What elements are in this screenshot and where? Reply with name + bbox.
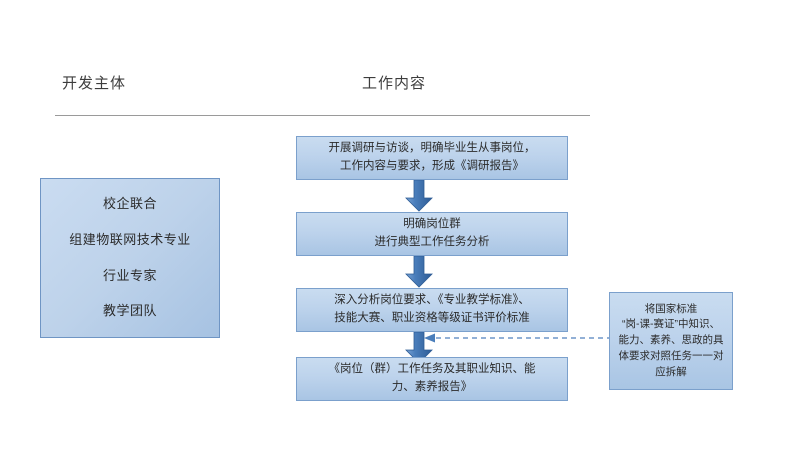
flow-step-2-line-1: 明确岗位群 <box>403 218 461 231</box>
flow-step-box-1: 开展调研与访谈，明确毕业生从事岗位， 工作内容与要求，形成《调研报告》 <box>296 136 568 180</box>
flow-step-box-3: 深入分析岗位要求、《专业教学标准》、 技能大赛、职业资格等级证书评价标准 <box>296 288 568 332</box>
flow-step-4-line-1: 《岗位（群）工作任务及其职业知识、能 <box>328 363 536 376</box>
column-header-work-content: 工作内容 <box>362 75 427 92</box>
down-arrow-icon-3 <box>404 332 434 364</box>
dev-subject-line-3: 行业专家 <box>102 267 157 283</box>
flow-step-1-line-2: 工作内容与要求，形成《调研报告》 <box>340 160 524 172</box>
flow-step-box-4: 《岗位（群）工作任务及其职业知识、能 力、素养报告》 <box>296 357 568 401</box>
column-header-development-subject: 开发主体 <box>62 75 127 92</box>
flow-step-1-line-1: 开展调研与访谈，明确毕业生从事岗位， <box>328 142 536 155</box>
header-divider-rule <box>55 115 590 116</box>
side-note-line-3: 能力、素养、思政的具 <box>618 334 724 347</box>
side-note-line-5: 应拆解 <box>655 365 687 378</box>
development-subject-box: 校企联合 组建物联网技术专业 行业专家 教学团队 <box>40 178 220 338</box>
side-note-line-4: 体要求对照任务一一对 <box>618 349 724 362</box>
flow-step-3-line-2: 技能大赛、职业资格等级证书评价标准 <box>334 312 530 324</box>
flow-step-3-line-1: 深入分析岗位要求、《专业教学标准》、 <box>334 294 530 307</box>
dashed-arrow-icon-left <box>424 330 614 346</box>
flow-step-4-line-2: 力、素养报告》 <box>391 381 473 393</box>
flow-step-2-line-2: 进行典型工作任务分析 <box>374 236 490 248</box>
dev-subject-line-4: 教学团队 <box>102 303 157 319</box>
dev-subject-line-2: 组建物联网技术专业 <box>69 232 191 248</box>
down-arrow-icon-1 <box>404 180 434 212</box>
flow-step-box-2: 明确岗位群 进行典型工作任务分析 <box>296 212 568 256</box>
side-note-box: 将国家标准 “岗-课-赛证”中知识、 能力、素养、思政的具 体要求对照任务一一对… <box>609 292 733 390</box>
side-note-line-2: “岗-课-赛证”中知识、 <box>622 318 720 331</box>
side-note-line-1: 将国家标准 <box>644 302 698 315</box>
down-arrow-icon-2 <box>404 256 434 288</box>
dev-subject-line-1: 校企联合 <box>102 196 157 212</box>
